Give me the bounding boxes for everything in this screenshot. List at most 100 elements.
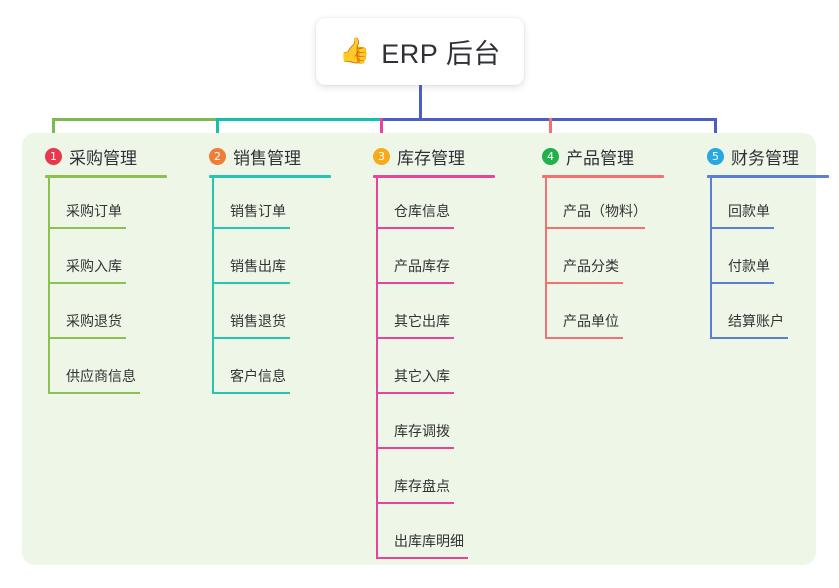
branch-item-underline	[710, 337, 788, 339]
branch-item-underline	[545, 227, 645, 229]
branch-item-label: 销售退货	[230, 313, 286, 329]
branch-item[interactable]: 结算账户	[692, 288, 839, 343]
branch-item-label: 产品（物料）	[563, 203, 647, 219]
branch-item[interactable]: 客户信息	[194, 343, 354, 398]
branch-item-label: 供应商信息	[66, 368, 136, 384]
branch-number-badge: 3	[373, 147, 390, 165]
branch-item-underline	[710, 282, 774, 284]
branch-item[interactable]: 库存调拨	[358, 398, 523, 453]
branch-number-badge: 1	[45, 147, 62, 165]
branch-item[interactable]: 销售退货	[194, 288, 354, 343]
branch-item-underline	[710, 227, 774, 229]
branch-item[interactable]: 供应商信息	[30, 343, 190, 398]
bus-segment-2	[216, 118, 383, 121]
branch-item-underline	[376, 337, 454, 339]
branch-underline	[707, 175, 829, 178]
branch-item[interactable]: 采购入库	[30, 233, 190, 288]
branch-item[interactable]: 销售出库	[194, 233, 354, 288]
branch-title: 采购管理	[69, 148, 137, 168]
branch-item-label: 客户信息	[230, 368, 286, 384]
branch-item[interactable]: 出库库明细	[358, 508, 523, 563]
root-stem	[419, 85, 422, 121]
branch-item-underline	[376, 392, 454, 394]
bus-segment-3	[380, 118, 717, 121]
branch-item[interactable]: 库存盘点	[358, 453, 523, 508]
branch-item-label: 付款单	[728, 258, 770, 274]
branch-column: 1 采购管理采购订单采购入库采购退货供应商信息	[30, 141, 190, 398]
branch-underline	[373, 175, 495, 178]
branch-item[interactable]: 其它出库	[358, 288, 523, 343]
branch-header[interactable]: 4 产品管理	[527, 141, 692, 171]
branch-item[interactable]: 仓库信息	[358, 178, 523, 233]
branch-header[interactable]: 2 销售管理	[194, 141, 354, 171]
branch-item-underline	[48, 227, 126, 229]
branch-item-underline	[376, 502, 454, 504]
branch-item-label: 采购入库	[66, 258, 122, 274]
branch-title: 产品管理	[566, 148, 634, 168]
branch-item-label: 库存调拨	[394, 423, 450, 439]
branch-underline	[209, 175, 331, 178]
branch-underline	[45, 175, 167, 178]
branch-item-label: 回款单	[728, 203, 770, 219]
branch-spine	[376, 178, 378, 558]
thumbs-up-icon: 👍	[339, 37, 371, 65]
branch-items: 仓库信息产品库存其它出库其它入库库存调拨库存盘点出库库明细	[358, 178, 523, 563]
branch-item-underline	[212, 337, 290, 339]
branch-header[interactable]: 3 库存管理	[358, 141, 523, 171]
branch-number-badge: 5	[707, 147, 724, 165]
branch-item[interactable]: 产品（物料）	[527, 178, 692, 233]
branch-item-underline	[376, 447, 454, 449]
branch-item-label: 出库库明细	[394, 533, 464, 549]
branch-item-label: 销售出库	[230, 258, 286, 274]
branch-item-underline	[48, 282, 126, 284]
branch-item-label: 产品单位	[563, 313, 619, 329]
branch-item-underline	[48, 337, 126, 339]
branch-item-underline	[212, 282, 290, 284]
branch-item-underline	[376, 282, 454, 284]
branch-header[interactable]: 1 采购管理	[30, 141, 190, 171]
branch-item[interactable]: 产品库存	[358, 233, 523, 288]
branch-item-label: 仓库信息	[394, 203, 450, 219]
branch-items: 产品（物料） 产品分类产品单位	[527, 178, 692, 343]
branch-column: 2 销售管理销售订单销售出库销售退货客户信息	[194, 141, 354, 398]
branch-item[interactable]: 采购退货	[30, 288, 190, 343]
branch-item[interactable]: 付款单	[692, 233, 839, 288]
branch-item-label: 产品库存	[394, 258, 450, 274]
branch-item[interactable]: 采购订单	[30, 178, 190, 233]
branch-title: 销售管理	[233, 148, 301, 168]
branch-item-label: 其它入库	[394, 368, 450, 384]
branch-column: 3 库存管理仓库信息产品库存其它出库其它入库库存调拨库存盘点出库库明细	[358, 141, 523, 563]
branch-item[interactable]: 销售订单	[194, 178, 354, 233]
branch-spine	[212, 178, 214, 393]
branch-spine	[710, 178, 712, 338]
branch-item-label: 产品分类	[563, 258, 619, 274]
branch-item[interactable]: 产品单位	[527, 288, 692, 343]
branch-item-label: 销售订单	[230, 203, 286, 219]
branch-item-underline	[376, 557, 468, 559]
branch-header[interactable]: 5 财务管理	[692, 141, 839, 171]
branch-item-underline	[212, 392, 290, 394]
branch-number-badge: 4	[542, 147, 559, 165]
branch-item-underline	[545, 282, 623, 284]
branch-item-underline	[545, 337, 623, 339]
branch-item[interactable]: 其它入库	[358, 343, 523, 398]
branch-item-underline	[48, 392, 140, 394]
branch-items: 采购订单采购入库采购退货供应商信息	[30, 178, 190, 398]
branch-item-underline	[376, 227, 454, 229]
branch-spine	[48, 178, 50, 393]
branch-spine	[545, 178, 547, 338]
branch-item-label: 库存盘点	[394, 478, 450, 494]
branch-item[interactable]: 回款单	[692, 178, 839, 233]
branch-item-label: 结算账户	[728, 313, 784, 329]
branch-item[interactable]: 产品分类	[527, 233, 692, 288]
branch-item-label: 其它出库	[394, 313, 450, 329]
branch-title: 财务管理	[731, 148, 799, 168]
root-title: ERP 后台	[381, 39, 501, 69]
root-node[interactable]: 👍 ERP 后台	[316, 18, 524, 85]
bus-segment-1	[52, 118, 219, 121]
branch-title: 库存管理	[397, 148, 465, 168]
branches-panel: 1 采购管理采购订单采购入库采购退货供应商信息 2 销售管理销售订单销售出库销售退货客…	[22, 133, 829, 565]
branch-number-badge: 2	[209, 147, 226, 165]
branch-column: 5 财务管理回款单付款单结算账户	[692, 141, 839, 343]
